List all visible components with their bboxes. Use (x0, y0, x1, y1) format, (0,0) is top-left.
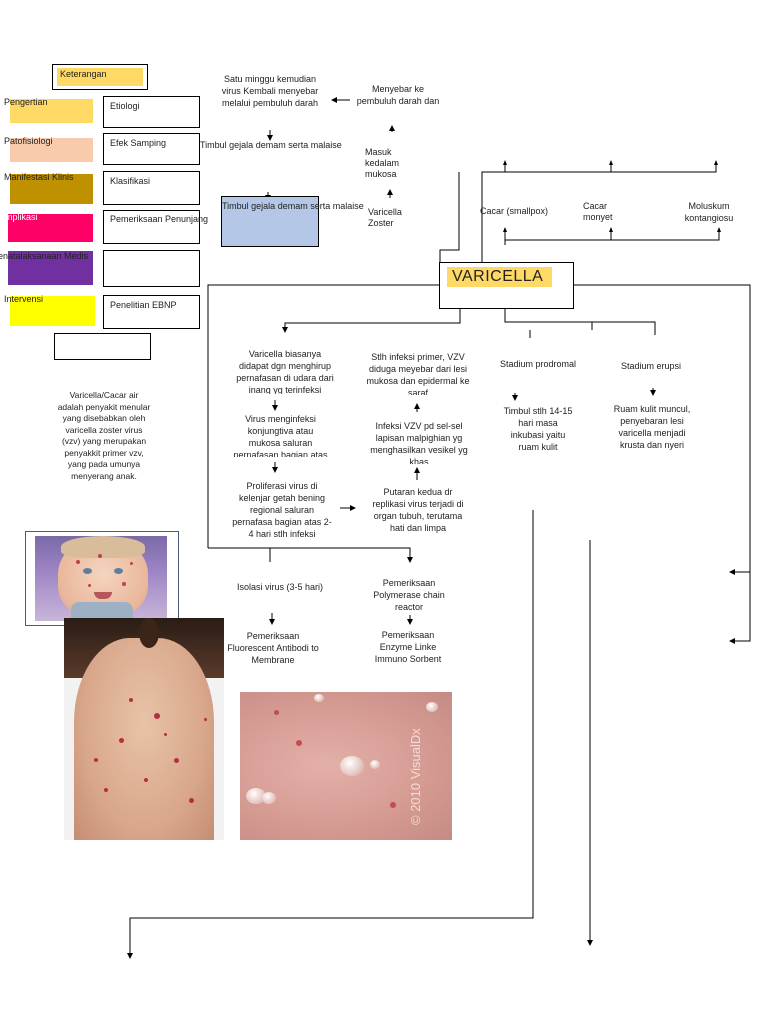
node-satu-minggu: Satu minggu kemudian virus Kembali menye… (221, 74, 319, 108)
lesion-dot (119, 738, 124, 743)
legend-label-pengertian: Pengertian (4, 97, 48, 107)
legend-box-label: Efek Samping (110, 138, 167, 148)
lesion-dot (88, 584, 91, 587)
lesion-dot (122, 582, 126, 586)
node-patho-v1: Varicella biasanya didapat dgn menghirup… (236, 349, 334, 394)
legend-swatch-patofisiologi (10, 138, 93, 162)
lesion-dot (94, 758, 98, 762)
legend-box-label: Etiologi (110, 101, 140, 111)
node-elisa: Pemeriksaan Enzyme Linke Immuno Sorbent (374, 630, 442, 664)
legend-box-label: Pemeriksaan Penunjang (110, 214, 209, 224)
legend-box-label: Penelitian EBNP (110, 300, 177, 310)
central-highlight (447, 267, 552, 287)
central-varicella-box: VARICELLA (439, 262, 574, 309)
node-patho-s3: Putaran kedua dr replikasi virus terjadi… (372, 487, 464, 533)
lesion-dot (274, 710, 279, 715)
lesion-dot (129, 698, 133, 702)
legend-box-klasifikasi: Klasifikasi (103, 171, 200, 205)
baby-photo (25, 531, 179, 626)
node-cacar-monyet: Cacar monyet (583, 201, 613, 222)
lesion-dot (189, 798, 194, 803)
neck-hair (139, 618, 159, 648)
node-stadium-erupsi: Stadium erupsi (621, 361, 682, 371)
legend-title: Keterangan (60, 69, 107, 79)
legend-label-intervensi: Intervensi (4, 294, 44, 304)
legend-label-patofisiologi: Patofisiologi (4, 136, 53, 146)
node-fluorescent: Pemeriksaan Fluorescent Antibodi to Memb… (227, 631, 319, 665)
back-skin (74, 638, 214, 840)
legend-box-efek-samping: Efek Samping (103, 133, 200, 165)
legend-title-swatch (57, 68, 143, 86)
vesicle (262, 792, 276, 804)
legend-swatch-komplikasi (8, 214, 93, 242)
baby-eye-left (83, 568, 92, 574)
vesicle (370, 760, 380, 769)
node-stadium-prodromal: Stadium prodromal (500, 359, 577, 369)
legend-label-manifestasi: Manifestasi Klinis (4, 172, 74, 182)
lesion-dot (104, 788, 108, 792)
node-varicella-zoster: Varicella Zoster (368, 207, 402, 228)
vesicle-photo: © 2010 VisualDx (240, 692, 452, 840)
lesion-dot (390, 802, 396, 808)
legend-box-blank (54, 333, 151, 360)
node-erupsi-desc: Ruam kulit muncul, penyebaran lesi varic… (613, 404, 691, 450)
legend-box-etiologi: Etiologi (103, 96, 200, 128)
node-prodromal-desc: Timbul stlh 14-15 hari masa inkubasi yai… (503, 406, 573, 452)
vesicle (314, 694, 324, 702)
node-timbul-2-text: Timbul gejala demam serta malaise (222, 201, 364, 211)
lesion-dot (204, 718, 207, 721)
baby-shirt (71, 602, 133, 622)
legend-label-komplikasi: Komplikasi (0, 212, 38, 222)
node-patho-s1: Stlh infeksi primer, VZV diduga meyebar … (366, 352, 470, 395)
node-cacar-smallpox: Cacar (smallpox) (480, 206, 549, 216)
baby-mouth (94, 592, 112, 599)
node-patho-v2: Virus menginfeksi konjungtiva atau mukos… (233, 414, 328, 457)
photo-watermark: © 2010 VisualDx (408, 728, 423, 825)
lesion-dot (174, 758, 179, 763)
legend-box-label: Klasifikasi (110, 176, 151, 186)
lesion-dot (130, 562, 133, 565)
legend-box-penelitian: Penelitian EBNP (103, 295, 200, 329)
lesion-dot (98, 554, 102, 558)
baby-hair (61, 536, 145, 558)
central-title: VARICELLA (452, 268, 544, 285)
legend-box-empty (103, 250, 200, 287)
lesion-dot (154, 713, 160, 719)
legend-label-penatalaksanaan: Penatalaksanaan Medis (0, 251, 89, 261)
vesicle (426, 702, 438, 712)
node-pcr: Pemeriksaan Polymerase chain reactor (373, 578, 445, 612)
node-timbul-1: Timbul gejala demam serta malaise (200, 140, 342, 150)
node-timbul-2-box: Timbul gejala demam serta malaise (221, 196, 364, 247)
legend-swatch-pengertian (10, 99, 93, 123)
lesion-dot (144, 778, 148, 782)
node-patho-s2: Infeksi VZV pd sel-sel lapisan malpighia… (370, 421, 468, 464)
legend-swatch-intervensi (10, 296, 95, 326)
lesion-dot (296, 740, 302, 746)
legend-title-box: Keterangan (52, 64, 148, 90)
node-moluskum: Moluskum kontangiosu (684, 201, 734, 223)
legend-box-pemeriksaan: Pemeriksaan Penunjang (103, 210, 208, 244)
node-isolasi: Isolasi virus (3-5 hari) (237, 582, 324, 592)
lesion-dot (164, 733, 167, 736)
node-menyebar: Menyebar ke pembuluh darah dan (356, 84, 440, 106)
node-patho-v3: Proliferasi virus di kelenjar getah beni… (232, 481, 332, 539)
back-photo (64, 618, 224, 840)
legend-swatch-manifestasi (10, 174, 93, 204)
baby-eye-right (114, 568, 123, 574)
lesion-dot (76, 560, 80, 564)
legend-swatch-penatalaksanaan (8, 251, 93, 285)
vesicle (246, 788, 266, 804)
node-masuk: Masuk kedalam mukosa (365, 147, 400, 179)
definition-text: Varicella/Cacar air adalah penyakit menu… (57, 390, 151, 481)
vesicle (340, 756, 364, 776)
